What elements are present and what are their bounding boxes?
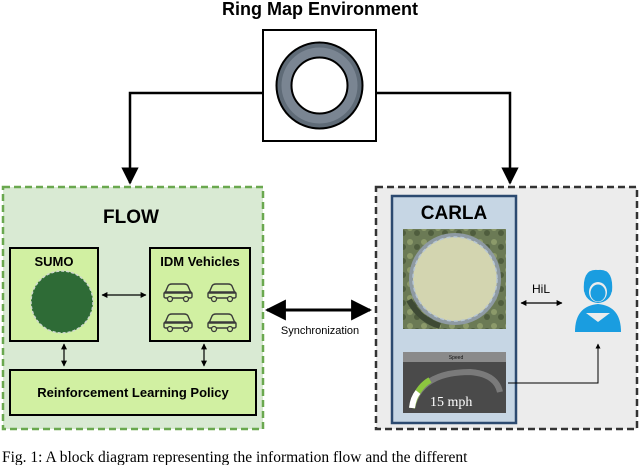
sync-label: Synchronization: [281, 325, 359, 337]
ring-road-icon: [275, 41, 364, 130]
figure-caption: Fig. 1: A block diagram representing the…: [2, 449, 468, 465]
ring-map-box: [262, 29, 377, 142]
carla-aerial-view: [403, 229, 506, 329]
flow-title: FLOW: [103, 207, 159, 228]
sumo-box: SUMO: [9, 247, 99, 342]
rl-policy-box: Reinforcement Learning Policy: [9, 369, 257, 416]
sumo-label: SUMO: [35, 254, 74, 269]
rl-policy-label: Reinforcement Learning Policy: [37, 385, 229, 400]
user-icon: [575, 269, 621, 332]
arrow-ring-to-carla: [376, 91, 519, 185]
speedometer-caption: Speed: [449, 355, 464, 361]
diagram-title: Ring Map Environment: [222, 0, 418, 19]
car-icon: [207, 283, 237, 303]
speed-readout: 15 mph: [430, 395, 472, 410]
arrow-ring-to-flow: [121, 91, 263, 185]
carla-speedometer-view: Speed 15 mph: [403, 352, 506, 413]
sumo-ring-icon: [30, 270, 94, 334]
arrow-speedometer-to-user: [508, 343, 601, 384]
idm-vehicles-label: IDM Vehicles: [160, 254, 239, 269]
flow-container: FLOW SUMO IDM Vehicles: [1, 185, 265, 431]
idm-vehicles-box: IDM Vehicles: [149, 247, 251, 342]
carla-title: CARLA: [421, 203, 488, 224]
car-icon: [207, 313, 237, 333]
carla-outer-container: CARLA Speed 15 mph HiL: [374, 185, 639, 431]
car-icon: [163, 313, 193, 333]
car-icon: [163, 283, 193, 303]
carla-panel: CARLA Speed 15 mph: [390, 194, 518, 425]
hil-label: HiL: [532, 282, 550, 296]
